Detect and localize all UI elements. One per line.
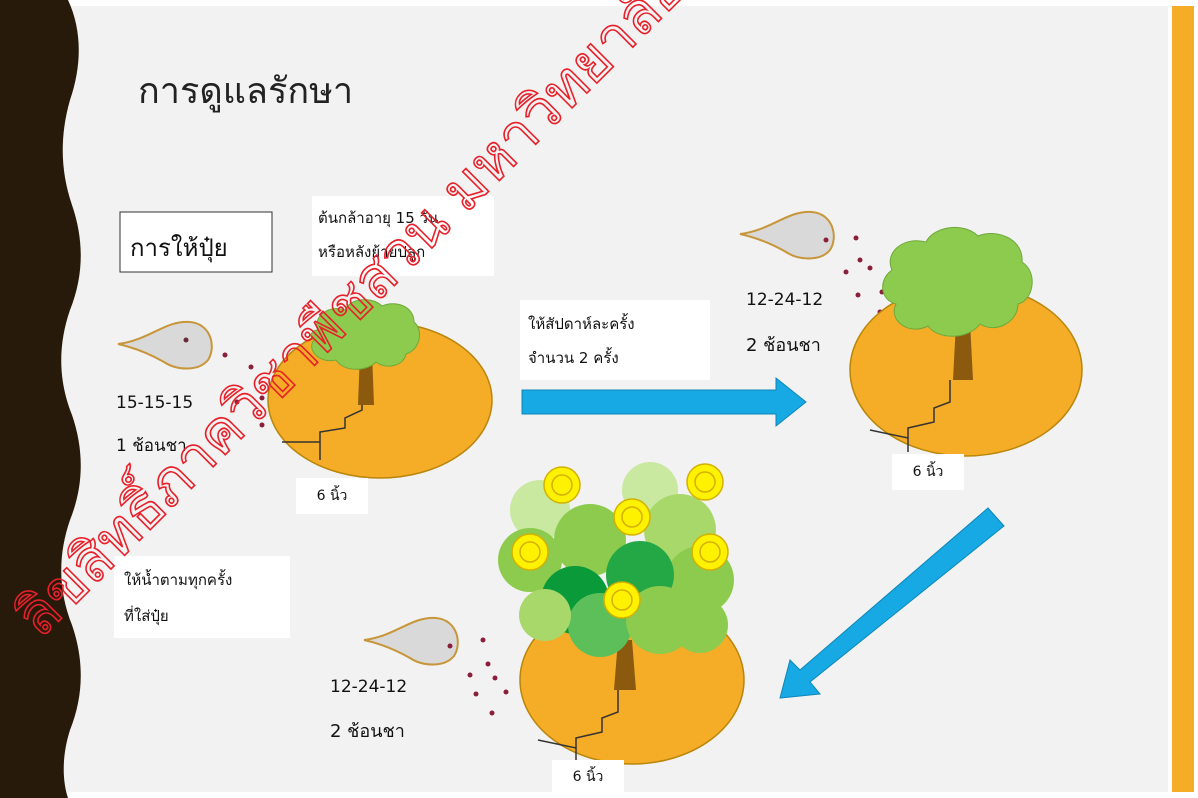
seedling-note-line2: หรือหลังย้ายปลูก [318, 243, 426, 261]
arrow-step1-to-step2 [521, 376, 807, 428]
fertilizer-heading-box [119, 211, 273, 273]
page-title: การดูแลรักษา [138, 71, 354, 112]
frequency-note-line1: ให้สัปดาห์ละครั้ง [528, 315, 635, 333]
water-note-box [114, 556, 290, 638]
step2-depth-label: 6 นิ้ว [892, 454, 964, 490]
soil-mound-1 [267, 321, 493, 479]
frequency-note-line2: จำนวน 2 ครั้ง [528, 349, 619, 367]
fertilizer-drop-3 [363, 616, 509, 716]
water-note-line1: ให้น้ำตามทุกครั้ง [124, 571, 233, 589]
step1-amount: 1 ช้อนชา [116, 436, 187, 456]
small-tree [310, 299, 421, 405]
arrow-step2-to-step3 [779, 507, 1005, 699]
step2-formula: 12-24-12 [746, 290, 824, 310]
right-accent-bar [1172, 6, 1194, 792]
fertilizer-drop-2 [739, 210, 885, 315]
flowering-marigold-bush [498, 462, 734, 690]
step3-depth-label: 6 นิ้ว [552, 760, 624, 794]
step3-amount: 2 ช้อนชา [330, 721, 405, 742]
left-wavy-border [0, 0, 81, 798]
seedling-note-line1: ต้นกล้าอายุ 15 วัน [318, 209, 439, 227]
water-note-line2: ที่ใส่ปุ๋ย [124, 607, 169, 625]
medium-tree [882, 226, 1033, 380]
step1-formula: 15-15-15 [116, 393, 194, 413]
frequency-note-box [520, 300, 710, 380]
fertilizer-drop-1 [117, 320, 265, 428]
step2-amount: 2 ช้อนชา [746, 335, 821, 356]
step1-depth-label: 6 นิ้ว [296, 478, 368, 514]
step3-formula: 12-24-12 [330, 677, 408, 697]
fertilizer-heading: การให้ปุ๋ย [130, 234, 228, 262]
seedling-note-box [312, 196, 494, 276]
